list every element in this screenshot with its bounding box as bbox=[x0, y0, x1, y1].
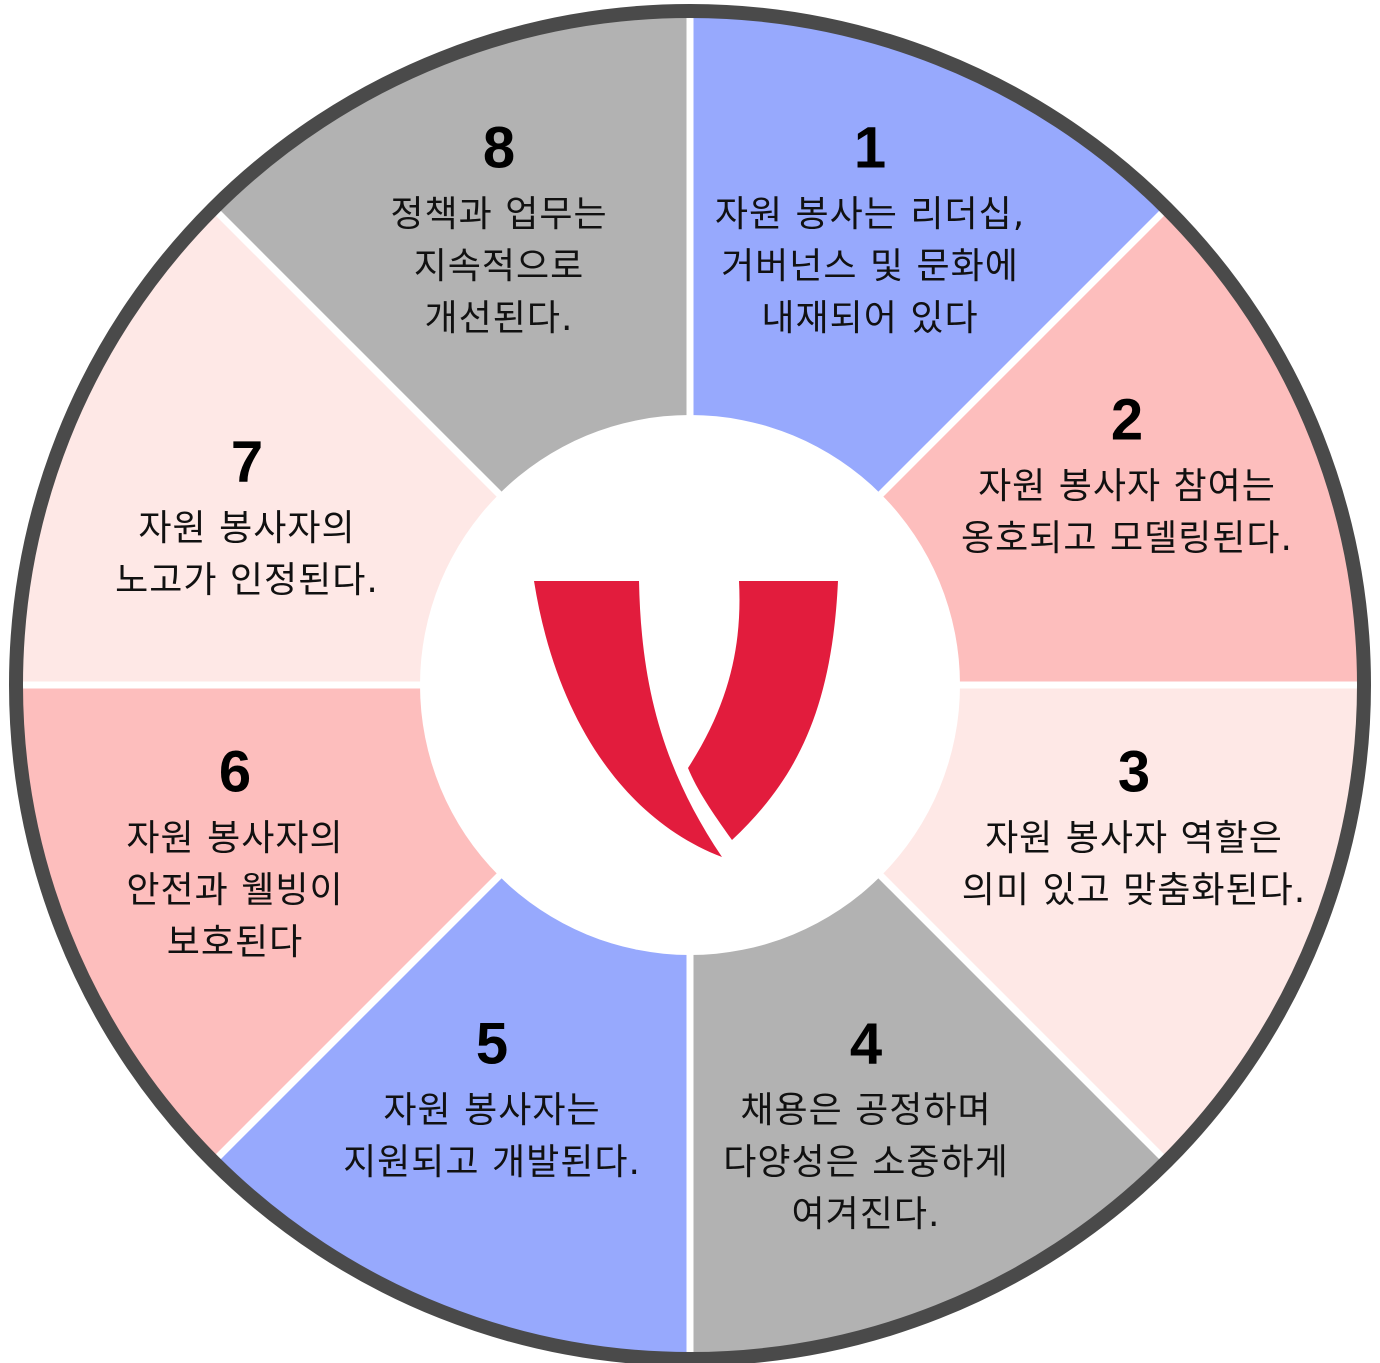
segment-text-line: 옹호되고 모델링된다. bbox=[961, 518, 1293, 559]
logo-left-stroke bbox=[534, 581, 722, 857]
segment-number: 6 bbox=[219, 739, 251, 804]
segment-text-line: 자원 봉사자 참여는 bbox=[978, 466, 1276, 507]
outer-rim bbox=[9, 4, 1371, 1363]
segment-text-line: 자원 봉사자의 bbox=[138, 508, 355, 549]
segment-number: 5 bbox=[476, 1011, 508, 1076]
segment-text-line: 의미 있고 맞춤화된다. bbox=[962, 870, 1306, 911]
segment-text-line: 노고가 인정된다. bbox=[115, 560, 379, 601]
segment-text-line: 자원 봉사자는 bbox=[383, 1090, 600, 1131]
segment-number: 2 bbox=[1111, 387, 1143, 452]
segment-text-line: 지속적으로 bbox=[414, 246, 585, 287]
segment-text-line: 다양성은 소중하게 bbox=[723, 1142, 1008, 1183]
segment-text-line: 보호된다 bbox=[167, 922, 303, 963]
segment-text-line: 안전과 웰빙이 bbox=[126, 870, 343, 911]
segment-text-line: 자원 봉사자의 bbox=[126, 818, 343, 859]
segment-number: 3 bbox=[1118, 739, 1150, 804]
segment-text-line: 개선된다. bbox=[425, 298, 574, 339]
segment-text-line: 여겨진다. bbox=[792, 1194, 941, 1235]
center-disc bbox=[420, 415, 960, 955]
segment-text-line: 거버넌스 및 문화에 bbox=[721, 246, 1019, 287]
segment-text-line: 자원 봉사자 역할은 bbox=[985, 818, 1283, 859]
volunteer-v-logo-icon bbox=[534, 581, 838, 857]
segment-number: 4 bbox=[850, 1011, 882, 1076]
segment-text-line: 정책과 업무는 bbox=[390, 194, 607, 235]
segment-number: 7 bbox=[231, 429, 263, 494]
segment-number: 8 bbox=[483, 115, 515, 180]
segment-number: 1 bbox=[854, 115, 886, 180]
segment-text-line: 자원 봉사는 리더십, bbox=[715, 194, 1025, 235]
segment-text-line: 지원되고 개발된다. bbox=[343, 1142, 641, 1183]
segment-text-line: 채용은 공정하며 bbox=[740, 1090, 991, 1131]
segment-text-line: 내재되어 있다 bbox=[761, 298, 978, 339]
logo-right-stroke bbox=[688, 581, 838, 840]
